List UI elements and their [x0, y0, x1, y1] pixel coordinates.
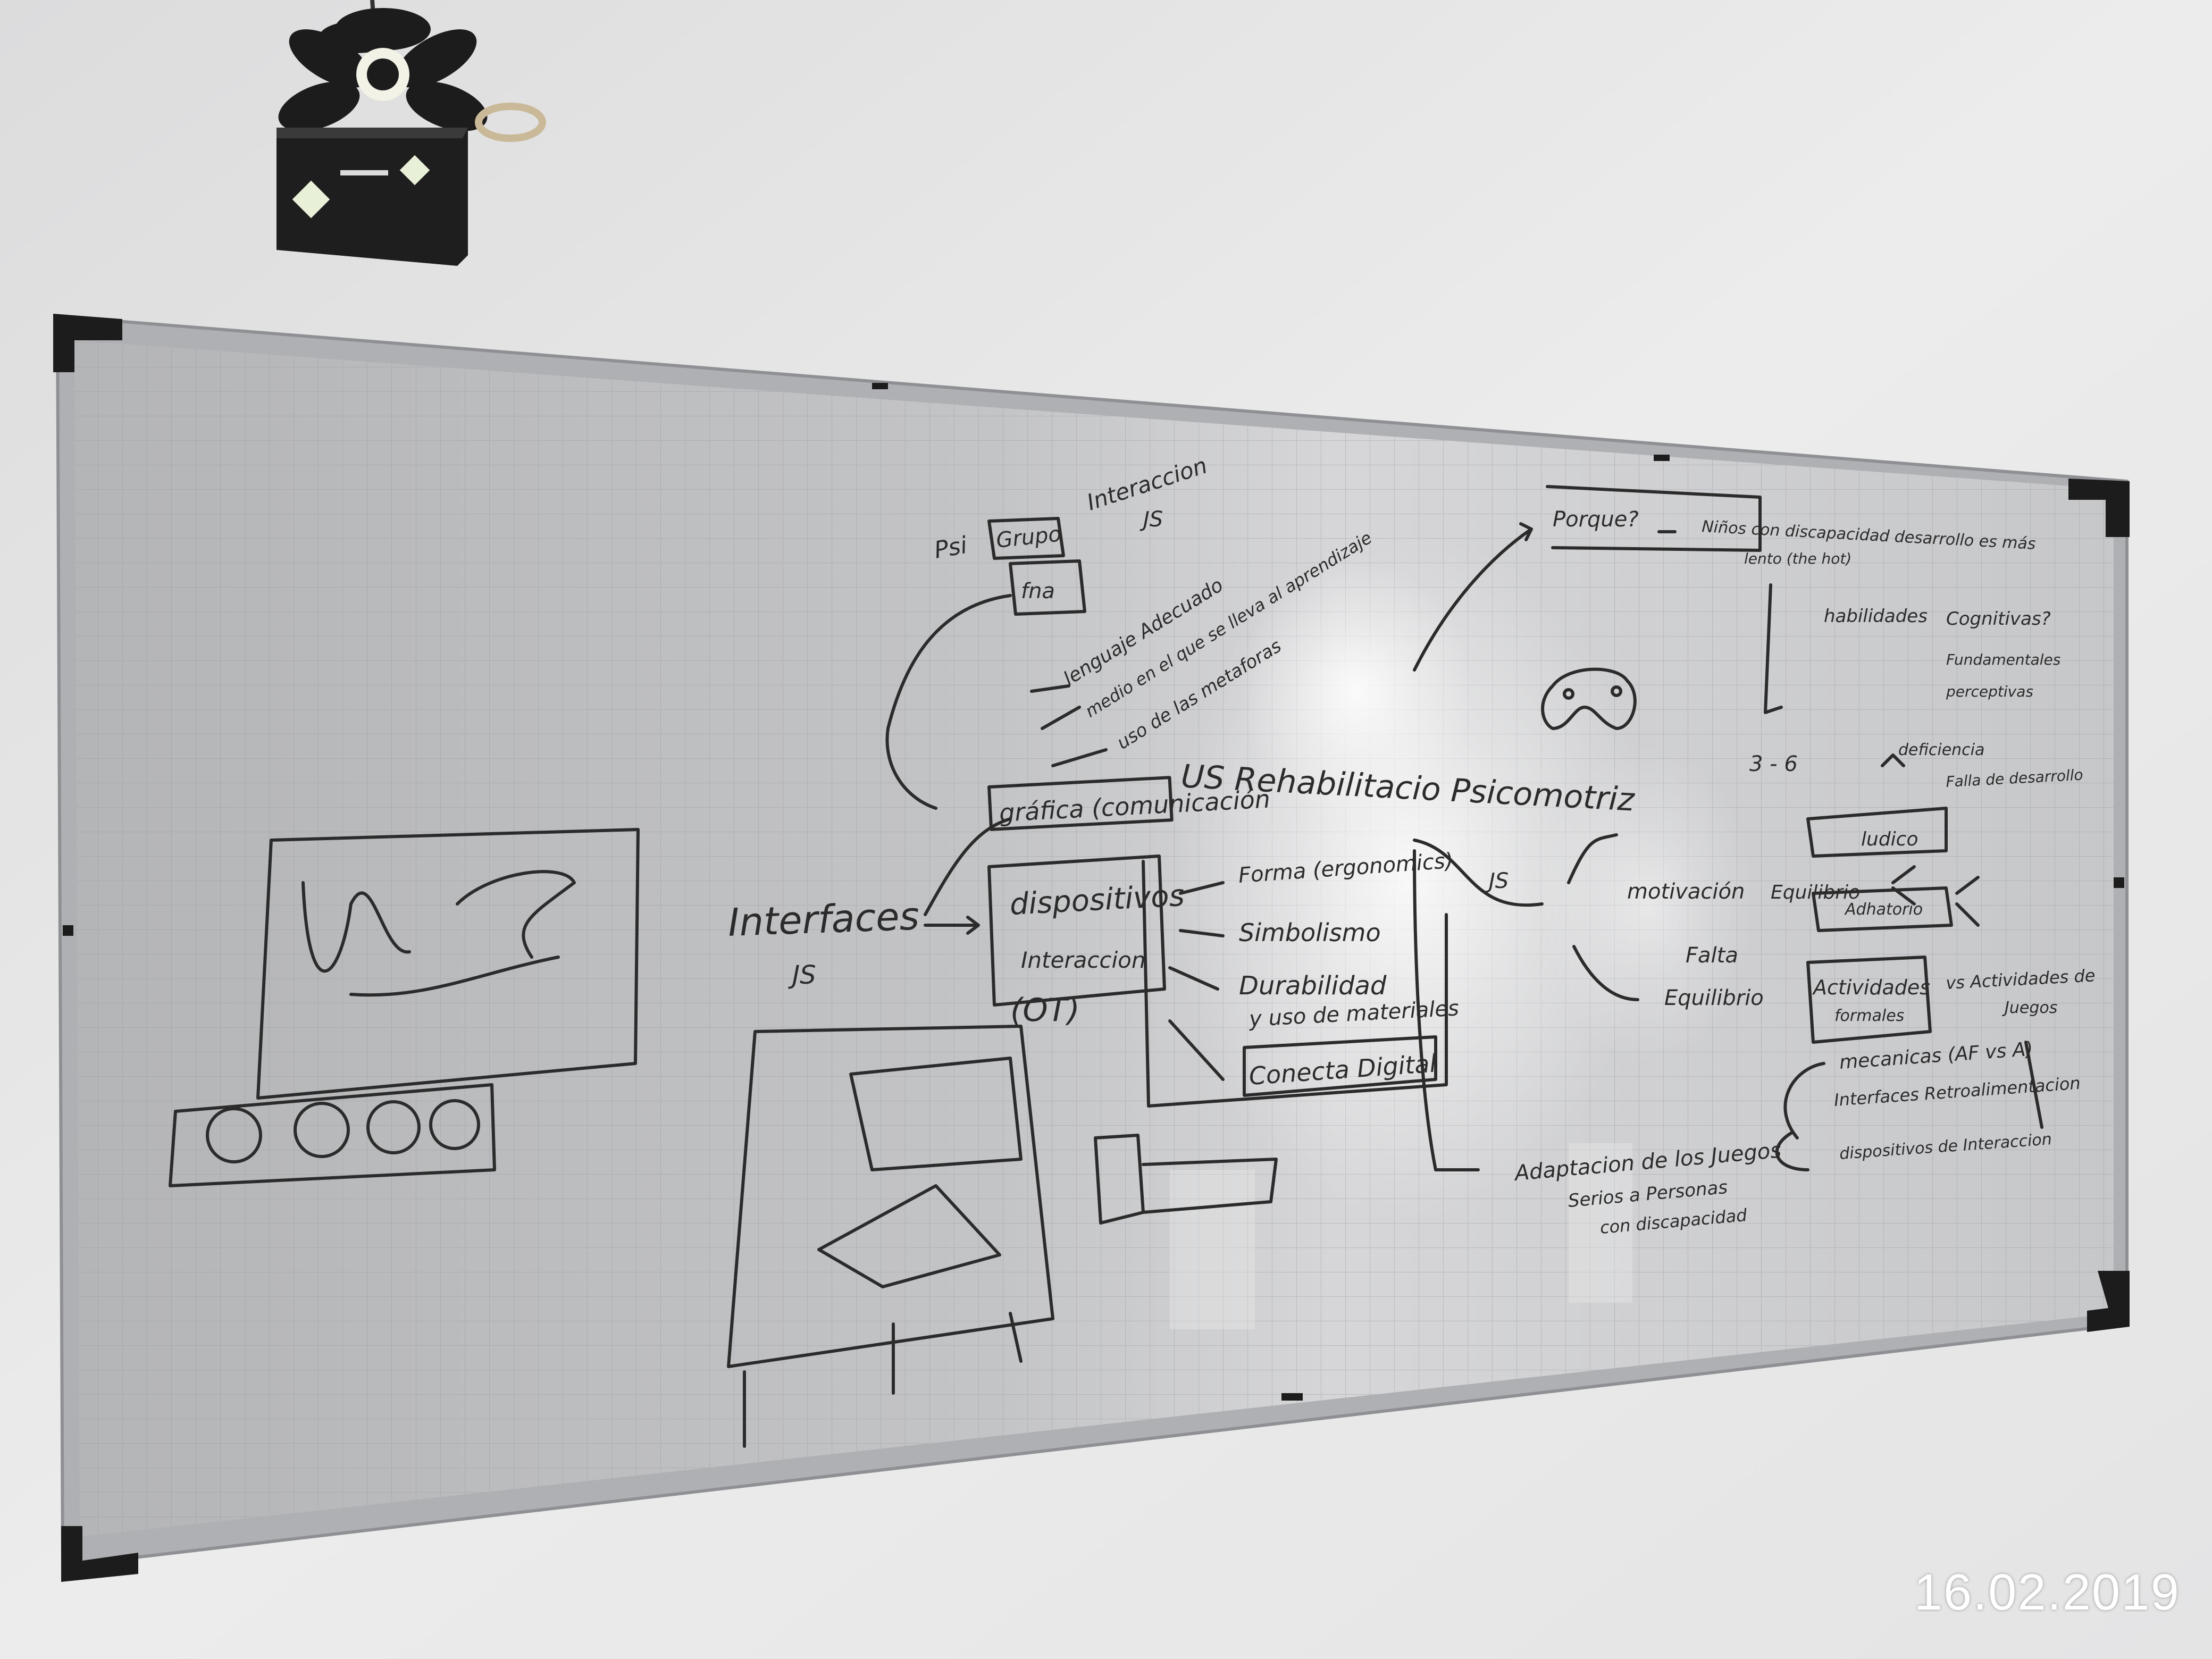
board-text-uso-materiales: y uso de materiales	[1248, 996, 1460, 1032]
board-text-js-top: JS	[1139, 507, 1163, 532]
frame-corners	[53, 314, 2130, 1582]
sketch-screen	[256, 828, 640, 1100]
board-text-juegos: Juegos	[2002, 999, 2057, 1017]
board-text-actividades: Actividades	[1812, 976, 1930, 999]
board-text-falla: Falla de desarrollo	[1946, 766, 2084, 791]
board-text-deficiencia: deficiencia	[1898, 741, 1984, 759]
photo-timestamp: 16.02.2019	[1914, 1564, 2180, 1621]
sketch-button-panel	[169, 1083, 496, 1187]
board-text-falta: Falta	[1686, 943, 1738, 968]
board-text-equilibrio: Equilibrio	[1771, 882, 1860, 903]
board-text-discapacidad: con discapacidad	[1599, 1205, 1748, 1238]
board-text-grupo: Grupo	[995, 522, 1062, 553]
board-text-edad: 3 - 6	[1749, 752, 1798, 776]
board-text-durabilidad: Durabilidad	[1239, 971, 1387, 1001]
board-text-psi: Psi	[932, 532, 969, 564]
board-text-serios: Serios a Personas	[1567, 1177, 1728, 1212]
board-text-adaptacion: Adaptacion de los Juegos	[1512, 1138, 1782, 1186]
board-text-ot: (OT)	[1010, 992, 1080, 1029]
board-text-interaccion: Interaccion	[1084, 452, 1210, 515]
board-text-fna: fna	[1021, 579, 1055, 604]
board-text-simbolismo: Simbolismo	[1239, 918, 1381, 947]
board-text-medio: medio en el que se lleva al aprendizaje	[1082, 527, 1376, 722]
board-text-dispositivos-interaccion2: dispositivos de Interaccion	[1839, 1130, 2052, 1163]
board-text-habilidades: habilidades	[1824, 606, 1928, 627]
board-text-mecanicas: mecanicas (AF vs A)	[1839, 1038, 2034, 1074]
board-text-dispositivos: dispositivos	[1009, 878, 1185, 922]
board-text-interfaces-js: JS	[788, 960, 816, 990]
board-text-lento: lento (the hot)	[1744, 550, 1851, 567]
window-reflection	[1170, 532, 1755, 1329]
board-text-cognitivas: Cognitivas?	[1946, 608, 2051, 630]
board-text-aburrido: Adhatorio	[1844, 900, 1923, 919]
board-text-motivacion: motivación	[1627, 879, 1745, 904]
board-text-js-mid: JS	[1485, 869, 1509, 893]
ceiling-lamp-decoration	[276, 0, 546, 266]
board-text-interfaces: Interfaces	[727, 893, 920, 945]
board-text-fundamentales: Fundamentales	[1946, 651, 2060, 668]
board-text-ludico: ludico	[1861, 828, 1918, 850]
board-text-ninos: Niños con discapacidad desarrollo es más	[1702, 517, 2037, 554]
board-text-dispositivos-interaccion: Interaccion	[1021, 947, 1146, 973]
board-text-falta-equilibrio: Equilibrio	[1664, 986, 1764, 1010]
board-text-perceptivas: perceptivas	[1946, 683, 2033, 700]
board-text-formales: formales	[1834, 1007, 1904, 1025]
board-text-vs-actividades: vs Actividades de	[1945, 965, 2096, 993]
board-text-conecta-digital: Conecta Digital	[1248, 1049, 1437, 1091]
board-text-interfaces-retro: Interfaces Retroalimentacion	[1833, 1073, 2081, 1110]
board-text-forma: Forma (ergonomics)	[1237, 849, 1454, 888]
board-text-porque: Porque?	[1553, 507, 1639, 532]
